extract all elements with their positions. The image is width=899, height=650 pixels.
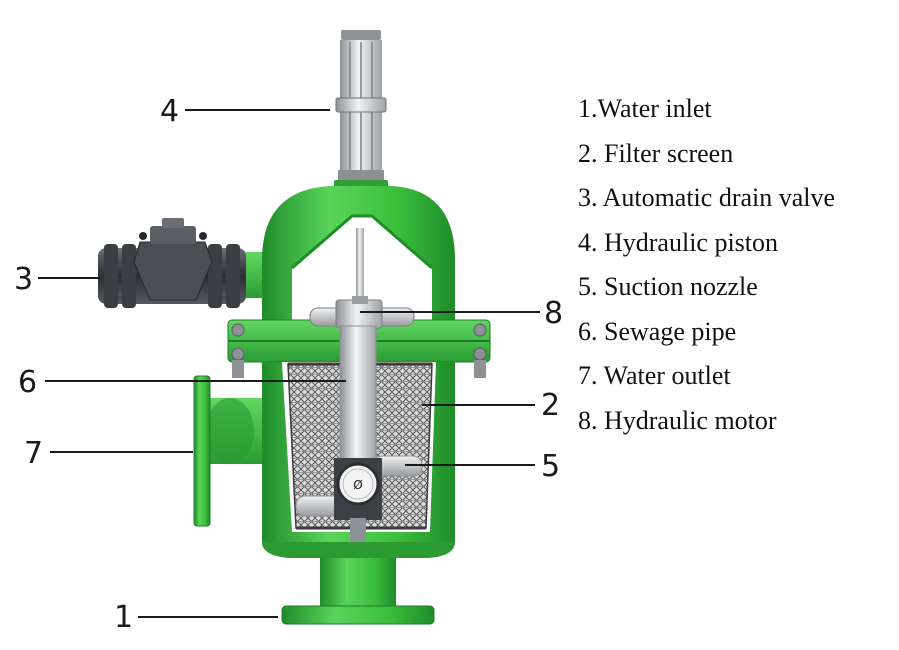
parts-legend: 1.Water inlet 2. Filter screen 3. Automa… [578,90,835,446]
callout-3: 3 [14,262,33,297]
callout-7: 7 [24,436,43,471]
gauge-mark: Ø [353,478,362,492]
hydraulic-piston [334,30,388,192]
legend-item-water-outlet: 7. Water outlet [578,361,731,390]
suction-nozzle [295,455,423,517]
legend-item-water-inlet: 1.Water inlet [578,94,712,123]
callout-5: 5 [541,449,560,484]
legend-item-automatic-drain-valve: 3. Automatic drain valve [578,183,836,212]
callout-4: 4 [160,94,179,129]
legend-item-filter-screen: 2. Filter screen [578,138,734,168]
sewage-pipe [339,325,377,463]
water-inlet [281,558,435,625]
legend-item-suction-nozzle: 5. Suction nozzle [578,272,758,301]
legend-item-hydraulic-motor: 8. Hydraulic motor [578,405,777,435]
callout-8: 8 [544,296,563,331]
legend-item-hydraulic-piston: 4. Hydraulic piston [578,227,779,257]
pressure-gauge: Ø [334,458,382,542]
callout-2: 2 [541,388,560,423]
automatic-drain-valve [98,218,270,308]
legend-item-sewage-pipe: 6. Sewage pipe [578,316,737,346]
callout-1: 1 [114,600,133,635]
callout-6: 6 [18,365,37,400]
